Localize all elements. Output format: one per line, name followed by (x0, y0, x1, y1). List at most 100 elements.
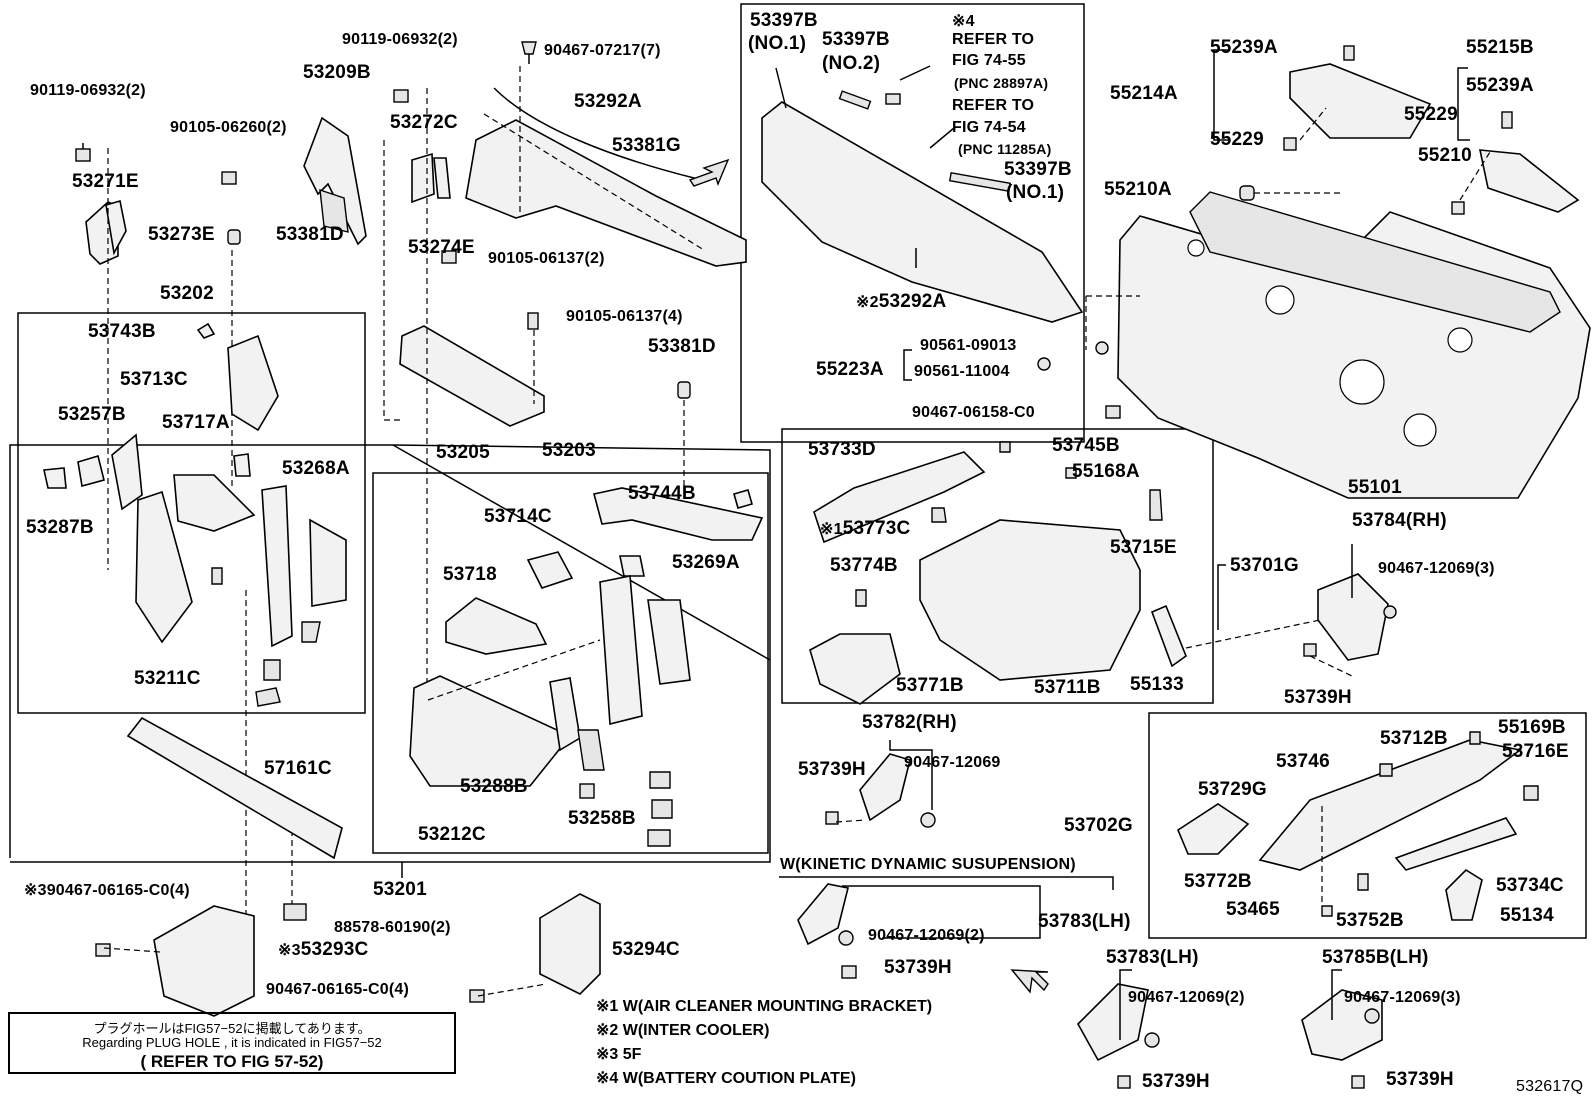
part-53257B (77, 454, 105, 488)
label-53773C: ※153773C (820, 519, 910, 538)
label-90467-12069: 90467-12069 (904, 754, 1001, 771)
nut-icon (838, 930, 854, 946)
label-55229-b: 55229 (1404, 104, 1458, 125)
plug-hole-note: プラグホールはFIG57−52に掲載してあります。 Regarding PLUG… (8, 1012, 456, 1074)
label-text: 53293C (300, 939, 369, 960)
part-53711B (919, 519, 1141, 681)
part-53784RH (1317, 573, 1389, 661)
label-53784RH: 53784(RH) (1352, 510, 1447, 531)
note-mark-4: ※4 (952, 13, 975, 30)
label-53287B: 53287B (26, 517, 94, 538)
label-53739H-b: 53739H (798, 759, 866, 780)
frame-53201 (9, 444, 771, 863)
label-90561-09013: 90561-09013 (920, 337, 1017, 354)
label-53711B: 53711B (1034, 677, 1101, 698)
frame-53702G (1148, 712, 1587, 939)
part-53211C (135, 490, 193, 644)
label-53772B: 53772B (1184, 871, 1252, 892)
label-text: 53292A (878, 291, 947, 312)
label-pnc-28897a: (PNC 28897A) (954, 75, 1049, 91)
note-mark: ※1 (820, 521, 843, 538)
label-53203: 53203 (542, 440, 596, 461)
label-88578-60190-2: 88578-60190(2) (334, 919, 451, 936)
bolt-icon (1351, 1075, 1365, 1089)
legend-item: ※2 W(INTER COOLER) (596, 1022, 770, 1039)
part-53292A-cover (761, 101, 1084, 323)
part-53268A (233, 453, 251, 477)
note-mark: ※ (24, 882, 38, 899)
label-53269A: 53269A (672, 552, 740, 573)
part-53714C (593, 487, 764, 541)
label-53258B: 53258B (568, 808, 636, 829)
bolt-icon (75, 143, 91, 162)
legend-item: ※1 W(AIR CLEANER MOUNTING BRACKET) (596, 998, 933, 1015)
nut-icon (1364, 1008, 1380, 1024)
label-53733D: 53733D (808, 439, 876, 460)
label-53717A: 53717A (162, 412, 230, 433)
part-53774B (855, 589, 867, 607)
clip-icon (1343, 45, 1355, 61)
label-90467-06158-C0: 90467-06158-C0 (912, 404, 1035, 421)
note-japanese: プラグホールはFIG57−52に掲載してあります。 (93, 1021, 371, 1036)
part-53782RH (859, 753, 911, 822)
label-90119-06932-2-left: 90119-06932(2) (30, 82, 146, 99)
label-53774B: 53774B (830, 555, 898, 576)
label-53292A-top: 53292A (574, 91, 642, 112)
label-90105-06137-4: 90105-06137(4) (566, 308, 683, 325)
part-pillar (261, 485, 293, 648)
part-53773C (931, 507, 947, 523)
nut-icon (1144, 1032, 1160, 1048)
label-refer-to-2: REFER TO (952, 97, 1035, 114)
bolt-icon (1105, 405, 1121, 419)
part-53294C (539, 893, 601, 995)
label-53783LH-b: 53783(LH) (1106, 947, 1199, 968)
label-90119-06932-2-top: 90119-06932(2) (342, 31, 458, 48)
label-no1-b: (NO.1) (1006, 182, 1065, 203)
label-53271E: 53271E (72, 171, 139, 192)
grommet-icon (677, 381, 691, 399)
label-53771B: 53771B (896, 675, 964, 696)
label-90105-06260-2: 90105-06260(2) (170, 119, 287, 136)
label-text: 53773C (842, 518, 911, 539)
label-53743B: 53743B (88, 321, 156, 342)
label-53739H-d: 53739H (1142, 1071, 1210, 1092)
bolt-icon (1303, 643, 1317, 657)
label-55215B: 55215B (1466, 37, 1534, 58)
part-53771B (809, 633, 901, 705)
part-53783LH-a (797, 883, 849, 946)
label-53714C: 53714C (484, 506, 552, 527)
part-53272C (411, 152, 435, 204)
nut-icon (1383, 605, 1397, 619)
label-53718: 53718 (443, 564, 497, 585)
part-57161C (126, 716, 343, 860)
frame-53292A (740, 3, 1085, 443)
label-53397B-no1-b: 53397B (1004, 159, 1072, 180)
label-53294C: 53294C (612, 939, 680, 960)
label-no2: (NO.2) (822, 53, 881, 74)
label-53272C: 53272C (390, 112, 458, 133)
label-57161C: 57161C (264, 758, 332, 779)
label-53201: 53201 (373, 879, 427, 900)
part-55133 (1150, 604, 1187, 668)
part-53785BLH (1301, 989, 1383, 1061)
label-90561-11004: 90561-11004 (914, 363, 1010, 380)
label-53465: 53465 (1226, 899, 1280, 920)
label-53257B: 53257B (58, 404, 126, 425)
label-53745B: 53745B (1052, 435, 1120, 456)
label-90105-06137-2: 90105-06137(2) (488, 250, 605, 267)
label-53292A-bottom: ※253292A (856, 292, 946, 311)
bolt-icon (527, 312, 539, 330)
legend-item: ※4 W(BATTERY COUTION PLATE) (596, 1070, 856, 1087)
label-53268A: 53268A (282, 458, 350, 479)
label-53734C: 53734C (1496, 875, 1564, 896)
label-53205: 53205 (436, 442, 490, 463)
label-53293C: ※353293C (278, 940, 368, 959)
label-53397B-no2: 53397B (822, 29, 890, 50)
part-53269A (619, 555, 645, 577)
note-english: Regarding PLUG HOLE , it is indicated in… (82, 1035, 382, 1050)
label-55210A: 55210A (1104, 179, 1172, 200)
label-53381D-b: 53381D (648, 336, 716, 357)
label-390467-06165-C0-4: ※390467-06165-C0(4) (24, 883, 190, 899)
note-mark: ※3 (278, 942, 301, 959)
